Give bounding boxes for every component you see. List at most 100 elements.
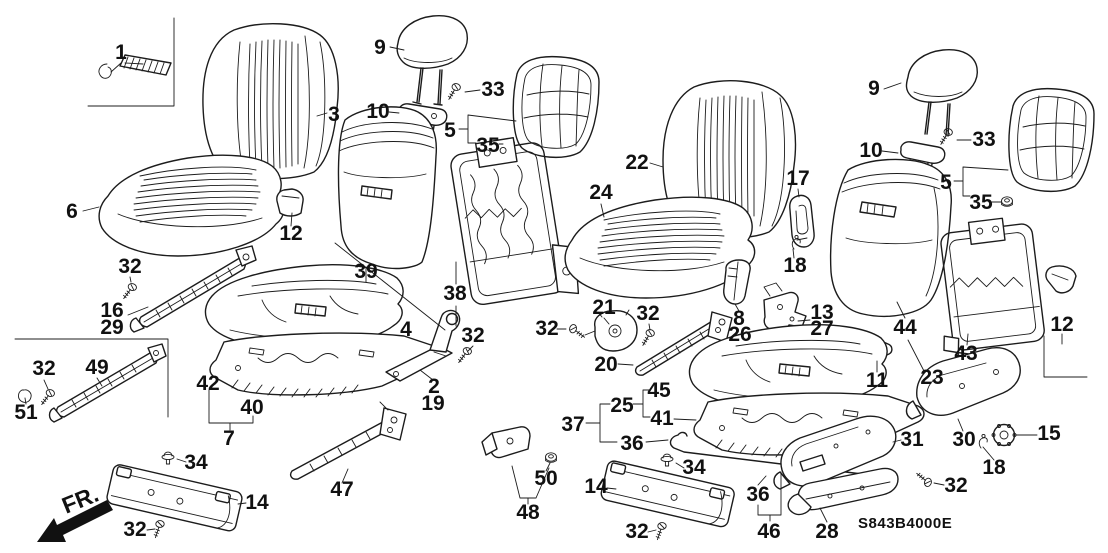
part-callout-33: 33 <box>972 128 995 151</box>
part-callout-35: 35 <box>476 134 500 157</box>
part-callout-9: 9 <box>868 77 880 100</box>
part-40-42-cushion-assembly-drawing <box>204 264 441 398</box>
part-44-seat-back-cover-right-drawing <box>829 158 952 317</box>
part-callout-46: 46 <box>757 520 780 543</box>
part-callout-10: 10 <box>366 100 389 123</box>
part-callout-11: 11 <box>866 369 889 392</box>
part-callout-4: 4 <box>400 318 412 341</box>
part-callout-15: 15 <box>1037 422 1061 445</box>
part-17-recliner-lever-drawing <box>789 194 815 248</box>
part-callout-10: 10 <box>859 139 882 162</box>
part-6-seat-cushion-drawing <box>98 154 285 257</box>
part-38-seat-back-frame-drawing <box>450 136 580 306</box>
part-callout-50: 50 <box>534 467 557 490</box>
part-callout-14: 14 <box>245 491 269 514</box>
diagram-code: S843B4000E <box>858 515 952 532</box>
part-callout-44: 44 <box>893 316 917 339</box>
part-callout-5: 5 <box>940 171 952 194</box>
part-34-push-nut-left-drawing <box>161 451 175 465</box>
part-8-26-foot-cover-drawing <box>723 259 751 305</box>
part-callout-1: 1 <box>115 41 127 64</box>
part-callout-32: 32 <box>944 474 967 497</box>
part-16-29-slide-rail-drawing <box>129 245 257 333</box>
part-callout-36: 36 <box>620 432 643 455</box>
part-callout-8: 8 <box>733 307 745 330</box>
part-callout-32: 32 <box>535 317 558 340</box>
part-32-screw-rail-left-drawing <box>122 281 138 302</box>
part-callout-35: 35 <box>969 191 993 214</box>
part-callout-33: 33 <box>481 78 504 101</box>
part-39-seat-back-cover-drawing <box>337 106 438 270</box>
part-callout-21: 21 <box>592 296 616 319</box>
part-12-trim-clip-right-drawing <box>1043 265 1088 378</box>
part-33-screw-left-drawing <box>447 82 462 102</box>
part-callout-3: 3 <box>328 103 340 126</box>
part-32-screw-right-of-knob-drawing <box>641 328 656 348</box>
fr-direction-arrow: FR. <box>37 481 113 542</box>
part-callout-45: 45 <box>647 379 671 402</box>
part-14-front-panel-left-drawing <box>106 464 243 532</box>
part-49-51-rail-box-drawing <box>14 338 169 423</box>
part-callout-20: 20 <box>594 353 617 376</box>
part-9-headrest-left-drawing <box>396 15 469 106</box>
part-callout-2: 2 <box>428 375 440 398</box>
part-callout-5: 5 <box>444 119 456 142</box>
part-32-screw-right-bottom-drawing <box>913 471 934 488</box>
part-callout-34: 34 <box>682 456 706 479</box>
part-callout-42: 42 <box>196 372 219 395</box>
part-callout-9: 9 <box>374 36 386 59</box>
leader-lines <box>24 46 1063 533</box>
part-32-screw-bottom-center-drawing <box>655 522 667 541</box>
part-callout-32: 32 <box>32 357 55 380</box>
part-1-clip-spring-drawing <box>87 17 175 107</box>
part-18-clip-lower-drawing <box>978 433 988 449</box>
part-callout-32: 32 <box>461 324 484 347</box>
part-3-seat-back-drawing <box>202 22 339 180</box>
part-15-knob-drawing <box>991 423 1017 447</box>
part-2-19-adjuster-bracket-drawing <box>385 309 461 382</box>
part-callout-23: 23 <box>920 366 943 389</box>
part-48-hinge-cover-drawing <box>481 426 531 459</box>
part-callout-39: 39 <box>354 260 377 283</box>
part-callout-31: 31 <box>900 428 924 451</box>
part-callout-26: 26 <box>728 323 751 346</box>
part-32-screw-box-drawing <box>40 387 56 408</box>
part-34-push-nut-right-drawing <box>660 453 674 467</box>
part-9-headrest-right-drawing <box>905 49 978 137</box>
part-5-back-panel-right-drawing <box>1008 87 1095 193</box>
part-callout-51: 51 <box>14 401 38 424</box>
part-callout-28: 28 <box>815 520 839 543</box>
part-callout-22: 22 <box>625 151 648 174</box>
part-callout-48: 48 <box>516 501 540 524</box>
part-30-recliner-cover-drawing <box>905 347 1021 420</box>
part-callout-6: 6 <box>66 200 78 223</box>
part-callout-25: 25 <box>610 394 634 417</box>
part-callout-12: 12 <box>1050 313 1073 336</box>
part-callout-14: 14 <box>584 475 608 498</box>
part-callout-27: 27 <box>810 317 833 340</box>
part-callout-24: 24 <box>589 181 613 204</box>
part-50-nut-drawing <box>545 452 557 463</box>
part-callout-40: 40 <box>240 396 263 419</box>
part-callout-19: 19 <box>421 392 444 415</box>
part-callout-32: 32 <box>123 518 146 541</box>
part-callout-18: 18 <box>783 254 807 277</box>
part-21-recliner-knob-drawing <box>584 309 638 352</box>
part-28-rail-strip-drawing <box>787 467 899 516</box>
part-callout-7: 7 <box>223 427 235 450</box>
part-callout-43: 43 <box>954 342 977 365</box>
part-callout-18: 18 <box>982 456 1006 479</box>
part-callout-36: 36 <box>746 483 769 506</box>
part-callout-13: 13 <box>810 301 833 324</box>
part-callout-29: 29 <box>100 316 123 339</box>
part-5-back-panel-left-drawing <box>512 55 600 159</box>
part-callout-41: 41 <box>650 407 674 430</box>
part-31-outer-cover-drawing <box>773 415 897 490</box>
part-callout-17: 17 <box>786 167 809 190</box>
part-32-screw-bottom-left-drawing <box>153 520 165 539</box>
part-callout-32: 32 <box>636 302 659 325</box>
part-callout-12: 12 <box>279 222 302 245</box>
part-callout-47: 47 <box>330 478 353 501</box>
